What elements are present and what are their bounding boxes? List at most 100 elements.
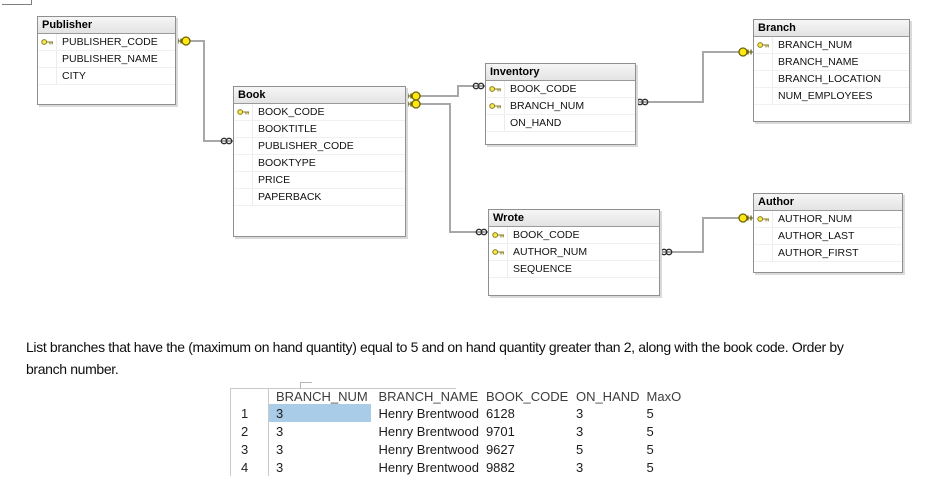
- field-book-booktitle[interactable]: BOOKTITLE: [234, 121, 405, 138]
- field-label: SEQUENCE: [513, 263, 572, 275]
- cell-book_code[interactable]: 6128: [485, 405, 515, 421]
- row-number[interactable]: 3: [230, 440, 269, 458]
- cell-book_code[interactable]: 9701: [485, 423, 515, 439]
- field-label: PRICE: [258, 174, 291, 186]
- field-publisher-city[interactable]: CITY: [38, 68, 175, 85]
- primary-key-cell: [486, 81, 505, 97]
- field-publisher-publisher_name[interactable]: PUBLISHER_NAME: [38, 51, 175, 68]
- column-header-on_hand[interactable]: ON_HAND: [575, 389, 640, 404]
- field-inventory-branch_num[interactable]: BRANCH_NUM: [486, 98, 635, 115]
- cell-branch_name[interactable]: Henry Brentwood: [378, 405, 479, 421]
- field-label: AUTHOR_FIRST: [778, 247, 859, 259]
- field-label: BOOK_CODE: [513, 229, 580, 241]
- cell-branch_name[interactable]: Henry Brentwood: [378, 459, 479, 475]
- field-book-paperback[interactable]: PAPERBACK: [234, 189, 405, 206]
- table-inventory-title[interactable]: Inventory: [486, 64, 635, 81]
- cell-on_hand[interactable]: 3: [575, 405, 584, 421]
- table-publisher-title[interactable]: Publisher: [38, 17, 175, 34]
- cell-on_hand[interactable]: 3: [575, 459, 584, 475]
- table-wrote[interactable]: Wrote BOOK_CODE AUTHOR_NUM SEQUENCE: [488, 209, 660, 296]
- cell-branch_num[interactable]: 3: [276, 459, 284, 475]
- key-end-book-wrote: [407, 99, 421, 109]
- cell-maxo[interactable]: 5: [646, 459, 654, 475]
- field-label: BOOK_CODE: [258, 106, 325, 118]
- field-branch-branch_location[interactable]: BRANCH_LOCATION: [754, 71, 909, 88]
- table-author-title[interactable]: Author: [754, 194, 902, 211]
- primary-key-cell: [234, 104, 253, 120]
- table-publisher[interactable]: Publisher PUBLISHER_CODE PUBLISHER_NAME CI…: [37, 16, 176, 105]
- cell-maxo[interactable]: 5: [646, 405, 654, 421]
- field-book-price[interactable]: PRICE: [234, 172, 405, 189]
- window-edge-artifact: [2, 0, 32, 5]
- field-branch-branch_name[interactable]: BRANCH_NAME: [754, 54, 909, 71]
- connector-book-wrote[interactable]: [406, 103, 488, 233]
- key-end-wrote-author: [738, 213, 752, 223]
- row-number[interactable]: 2: [230, 422, 269, 440]
- field-publisher-publisher_code[interactable]: PUBLISHER_CODE: [38, 34, 175, 51]
- table-branch-title[interactable]: Branch: [754, 20, 909, 37]
- cell-book_code[interactable]: 9627: [485, 441, 515, 457]
- field-book-book_code[interactable]: BOOK_CODE: [234, 104, 405, 121]
- field-book-booktype[interactable]: BOOKTYPE: [234, 155, 405, 172]
- column-header-branch_name[interactable]: BRANCH_NAME: [378, 389, 479, 404]
- cell-branch_name[interactable]: Henry Brentwood: [378, 441, 479, 457]
- primary-key-icon: [756, 216, 769, 222]
- cell-branch_num[interactable]: 3: [276, 423, 284, 439]
- cell-maxo[interactable]: 5: [646, 441, 654, 457]
- cell-on_hand[interactable]: 5: [575, 441, 584, 457]
- cell-branch_num[interactable]: 3: [276, 441, 284, 457]
- empty-key-cell: [486, 115, 505, 131]
- field-wrote-book_code[interactable]: BOOK_CODE: [489, 227, 659, 244]
- field-wrote-sequence[interactable]: SEQUENCE: [489, 261, 659, 278]
- relationship-connectors: [176, 36, 753, 256]
- primary-key-icon: [491, 249, 504, 255]
- empty-key-cell: [234, 172, 253, 188]
- field-label: PAPERBACK: [258, 191, 322, 203]
- empty-key-cell: [234, 121, 253, 137]
- field-branch-num_employees[interactable]: NUM_EMPLOYEES: [754, 88, 909, 105]
- field-label: AUTHOR_NUM: [513, 246, 588, 258]
- primary-key-icon: [756, 42, 769, 48]
- cell-maxo[interactable]: 5: [646, 423, 654, 439]
- result-header-row: BRANCH_NUM BRANCH_NAME BOOK_CODE ON_HAND Max…: [230, 389, 686, 404]
- field-label: CITY: [62, 70, 86, 82]
- row-number-header: [230, 389, 269, 404]
- row-number[interactable]: 4: [230, 458, 269, 476]
- primary-key-cell: [489, 227, 508, 243]
- connector-publisher-book[interactable]: [176, 40, 233, 142]
- column-header-book_code[interactable]: BOOK_CODE: [485, 389, 569, 404]
- result-table: BRANCH_NUM BRANCH_NAME BOOK_CODE ON_HAND Max…: [230, 389, 686, 476]
- connector-book-inventory[interactable]: [406, 85, 485, 97]
- table-book-title[interactable]: Book: [234, 87, 405, 104]
- field-label: PUBLISHER_NAME: [62, 53, 158, 65]
- field-book-publisher_code[interactable]: PUBLISHER_CODE: [234, 138, 405, 155]
- question-line-1: List branches that have the (maximum on …: [26, 339, 844, 355]
- connector-inventory-branch[interactable]: [636, 51, 753, 103]
- field-label: BRANCH_NUM: [778, 39, 853, 51]
- field-author-author_first[interactable]: AUTHOR_FIRST: [754, 245, 902, 262]
- primary-key-cell: [486, 98, 505, 114]
- row-number[interactable]: 1: [230, 404, 269, 422]
- field-author-author_last[interactable]: AUTHOR_LAST: [754, 228, 902, 245]
- connector-wrote-author[interactable]: [660, 217, 753, 253]
- column-header-branch_num[interactable]: BRANCH_NUM: [276, 389, 368, 404]
- empty-key-cell: [234, 138, 253, 154]
- cell-book_code[interactable]: 9882: [485, 459, 515, 475]
- empty-key-cell: [754, 71, 773, 87]
- field-inventory-on_hand[interactable]: ON_HAND: [486, 115, 635, 132]
- field-wrote-author_num[interactable]: AUTHOR_NUM: [489, 244, 659, 261]
- field-branch-branch_num[interactable]: BRANCH_NUM: [754, 37, 909, 54]
- cell-branch_name[interactable]: Henry Brentwood: [378, 423, 479, 439]
- column-header-maxo[interactable]: MaxO: [646, 389, 682, 404]
- field-label: BOOKTYPE: [258, 157, 316, 169]
- field-inventory-book_code[interactable]: BOOK_CODE: [486, 81, 635, 98]
- cell-on_hand[interactable]: 3: [575, 423, 584, 439]
- table-wrote-title[interactable]: Wrote: [489, 210, 659, 227]
- selected-cell[interactable]: 3: [268, 404, 372, 422]
- field-author-author_num[interactable]: AUTHOR_NUM: [754, 211, 902, 228]
